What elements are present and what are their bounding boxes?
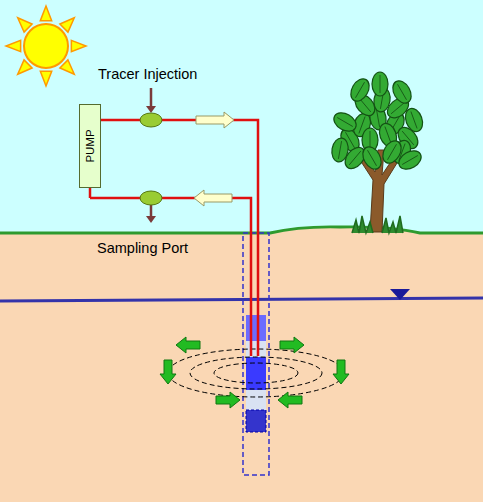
- water-table: [0, 298, 483, 301]
- leaf: [331, 109, 360, 135]
- flow-arrow: [278, 392, 302, 408]
- flow-arrow: [160, 360, 176, 384]
- sun-ray: [40, 71, 51, 86]
- sampling-arrow: [150, 205, 153, 217]
- leaf: [330, 137, 350, 163]
- sun-ray: [71, 40, 86, 51]
- injection-arrow: [150, 88, 153, 108]
- sun-disc: [24, 24, 68, 68]
- screen-segment: [246, 410, 266, 432]
- ground: [0, 227, 483, 502]
- ground-surface: [0, 227, 483, 233]
- sun-ray: [6, 40, 21, 51]
- casing-segment: [246, 390, 266, 410]
- sun-ray: [40, 6, 51, 21]
- flow-arrows: [160, 337, 349, 408]
- flow-direction-arrow: [196, 112, 234, 128]
- flow-direction-arrow: [194, 190, 232, 206]
- pump-box: PUMP: [79, 104, 101, 188]
- leaf: [402, 106, 425, 134]
- screen-segment: [246, 357, 266, 390]
- flow-rings: [168, 349, 344, 397]
- leaf: [359, 144, 385, 173]
- annotation-label: Tracer Injection: [98, 66, 197, 82]
- borehole: [243, 233, 269, 475]
- flow-arrow: [176, 337, 200, 353]
- leaf: [389, 78, 415, 107]
- pump-label: PUMP: [84, 129, 96, 162]
- piping: [90, 88, 258, 356]
- water-table-symbol: [390, 289, 410, 300]
- flow-arrow: [280, 337, 304, 353]
- valve: [140, 191, 162, 205]
- annotation-label: Sampling Port: [97, 240, 188, 256]
- valve: [140, 113, 162, 127]
- leaf: [372, 72, 388, 96]
- screen-segment: [246, 315, 266, 341]
- flow-arrow: [333, 360, 349, 384]
- leaf: [379, 138, 405, 167]
- well: [243, 233, 269, 475]
- sun: [6, 6, 86, 86]
- flow-arrow: [216, 392, 240, 408]
- leaf: [347, 76, 373, 105]
- tree: [330, 72, 426, 233]
